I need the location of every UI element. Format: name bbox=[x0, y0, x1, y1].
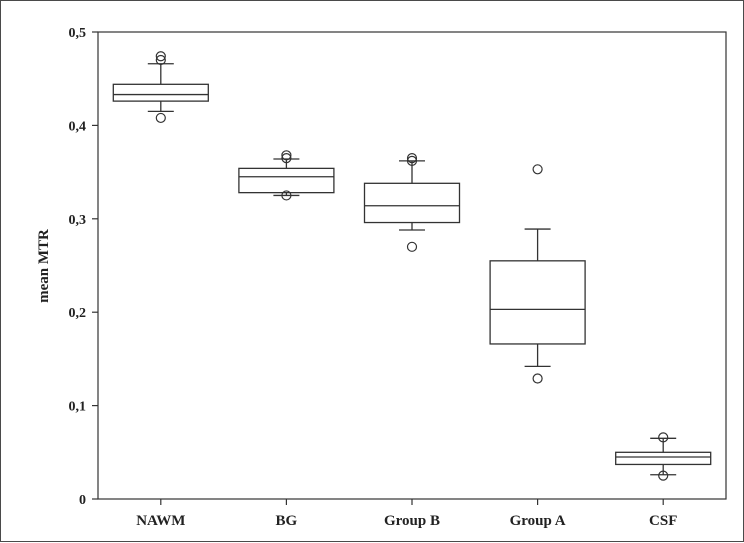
box-iqr bbox=[615, 451, 712, 466]
outlier-point bbox=[658, 432, 669, 443]
x-axis: NAWM BG Group B Group A CSF bbox=[136, 499, 677, 529]
y-tick-label: 0,1 bbox=[69, 400, 87, 415]
outlier-point bbox=[281, 150, 292, 161]
plot-area bbox=[97, 31, 727, 500]
box-group-a bbox=[489, 164, 586, 384]
x-category-label: BG bbox=[276, 513, 298, 529]
box-group-b bbox=[363, 152, 461, 252]
outlier-point bbox=[406, 241, 418, 252]
box-csf bbox=[615, 432, 712, 481]
y-axis-label: mean MTR bbox=[36, 229, 52, 303]
y-tick-label: 0 bbox=[79, 493, 86, 508]
x-category-label: Group A bbox=[510, 513, 566, 529]
x-category-label: NAWM bbox=[136, 513, 185, 529]
outlier-point bbox=[532, 373, 543, 384]
outlier-point bbox=[155, 54, 166, 66]
box-iqr bbox=[112, 83, 209, 102]
plot-border bbox=[97, 31, 727, 500]
outlier-point bbox=[155, 112, 166, 124]
x-category-label: CSF bbox=[649, 513, 677, 529]
outlier-point bbox=[658, 470, 669, 481]
outlier-point bbox=[406, 155, 418, 166]
outlier-point bbox=[406, 152, 418, 164]
boxes-layer bbox=[112, 51, 712, 481]
box-iqr bbox=[363, 182, 461, 224]
outlier-point bbox=[281, 152, 292, 164]
outlier-point bbox=[532, 164, 543, 175]
x-category-label: Group B bbox=[384, 513, 440, 529]
y-axis: 0 0,1 0,2 0,3 0,4 0,5 bbox=[69, 26, 98, 508]
box-iqr bbox=[489, 260, 586, 345]
box-nawm bbox=[112, 51, 209, 124]
outlier-point bbox=[155, 51, 166, 62]
y-tick-label: 0,2 bbox=[69, 306, 87, 321]
y-tick-label: 0,5 bbox=[69, 26, 87, 41]
box-iqr bbox=[238, 167, 335, 194]
outlier-point bbox=[281, 190, 292, 201]
y-tick-label: 0,4 bbox=[69, 119, 87, 134]
box-bg bbox=[238, 150, 335, 201]
y-tick-label: 0,3 bbox=[69, 213, 87, 228]
